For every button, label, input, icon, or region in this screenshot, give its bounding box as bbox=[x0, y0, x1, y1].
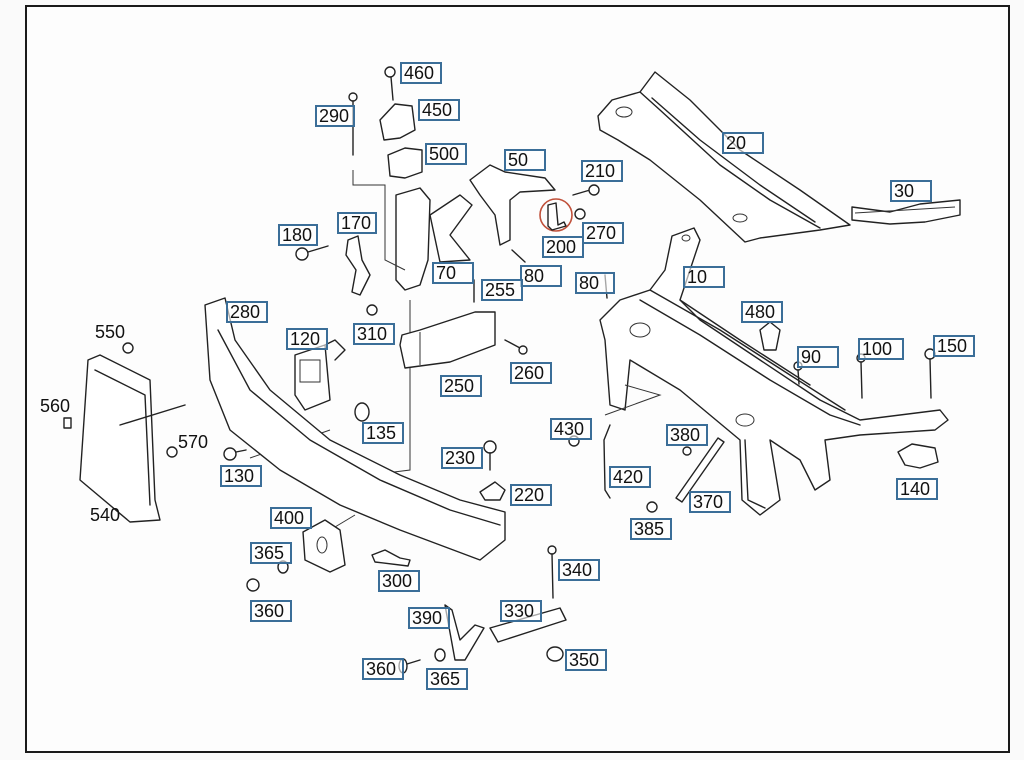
callout-part-210[interactable]: 210 bbox=[581, 160, 623, 182]
part-500-actuator bbox=[387, 147, 423, 179]
callout-part-180[interactable]: 180 bbox=[278, 224, 318, 246]
part-230-bolt bbox=[483, 440, 497, 471]
label-part-560[interactable]: 560 bbox=[40, 396, 71, 416]
callout-part-480[interactable]: 480 bbox=[741, 301, 783, 323]
part-350-pad bbox=[546, 646, 564, 662]
callout-part-250[interactable]: 250 bbox=[440, 375, 482, 397]
part-280-bumper-beam bbox=[204, 297, 506, 561]
part-340-bolt bbox=[547, 545, 557, 599]
callout-part-170[interactable]: 170 bbox=[337, 212, 377, 234]
callout-part-260[interactable]: 260 bbox=[510, 362, 552, 384]
callout-part-90[interactable]: 90 bbox=[797, 346, 839, 368]
label-part-540[interactable]: 540 bbox=[90, 505, 121, 525]
part-50-bracket bbox=[469, 164, 556, 246]
callout-part-150[interactable]: 150 bbox=[933, 335, 975, 357]
part-450-block bbox=[379, 103, 416, 141]
callout-part-30[interactable]: 30 bbox=[890, 180, 932, 202]
part-130-bolt bbox=[223, 447, 247, 461]
callout-part-10[interactable]: 10 bbox=[683, 266, 725, 288]
callout-part-365[interactable]: 365 bbox=[426, 668, 468, 690]
callout-part-200[interactable]: 200 bbox=[542, 236, 584, 258]
part-170-hinge bbox=[345, 235, 371, 296]
callout-part-80[interactable]: 80 bbox=[520, 265, 562, 287]
callout-part-255[interactable]: 255 bbox=[481, 279, 523, 301]
part-360-bolt bbox=[246, 578, 260, 592]
part-20-cowl-panel bbox=[597, 71, 851, 243]
callout-part-120[interactable]: 120 bbox=[286, 328, 328, 350]
callout-part-430[interactable]: 430 bbox=[550, 418, 592, 440]
callout-part-360[interactable]: 360 bbox=[250, 600, 292, 622]
callout-part-460[interactable]: 460 bbox=[400, 62, 442, 84]
part-200-highlight bbox=[539, 198, 573, 232]
part-310-bolt bbox=[366, 304, 378, 316]
callout-part-350[interactable]: 350 bbox=[565, 649, 607, 671]
callout-part-70[interactable]: 70 bbox=[432, 262, 474, 284]
callout-part-400[interactable]: 400 bbox=[270, 507, 312, 529]
callout-part-310[interactable]: 310 bbox=[353, 323, 395, 345]
part-100-bolt bbox=[856, 353, 866, 399]
part-550-nut bbox=[122, 342, 134, 354]
callout-part-370[interactable]: 370 bbox=[689, 491, 731, 513]
callout-part-365[interactable]: 365 bbox=[250, 542, 292, 564]
part-560-clip bbox=[63, 417, 72, 429]
part-300-plate bbox=[371, 549, 411, 567]
part-420-rod bbox=[603, 424, 611, 499]
part-220-plate bbox=[479, 481, 506, 501]
callout-part-385[interactable]: 385 bbox=[630, 518, 672, 540]
callout-part-340[interactable]: 340 bbox=[558, 559, 600, 581]
part-385-bolt bbox=[646, 501, 658, 513]
callout-part-270[interactable]: 270 bbox=[582, 222, 624, 244]
label-part-550[interactable]: 550 bbox=[95, 322, 126, 342]
callout-part-290[interactable]: 290 bbox=[315, 105, 355, 127]
part-70-tower-bracket bbox=[395, 187, 473, 291]
part-570-nut bbox=[166, 446, 178, 458]
part-380-bolt bbox=[682, 446, 692, 456]
part-210-bolt bbox=[572, 184, 600, 196]
part-270-nut bbox=[574, 208, 586, 220]
callout-part-230[interactable]: 230 bbox=[441, 447, 483, 469]
label-part-570[interactable]: 570 bbox=[178, 432, 209, 452]
callout-part-135[interactable]: 135 bbox=[362, 422, 404, 444]
callout-part-450[interactable]: 450 bbox=[418, 99, 460, 121]
callout-part-80[interactable]: 80 bbox=[575, 272, 615, 294]
callout-part-130[interactable]: 130 bbox=[220, 465, 262, 487]
callout-part-380[interactable]: 380 bbox=[666, 424, 708, 446]
part-480-buffer bbox=[759, 321, 781, 351]
part-135-spacer bbox=[354, 402, 370, 422]
callout-part-220[interactable]: 220 bbox=[510, 484, 552, 506]
part-120-plate bbox=[294, 339, 346, 411]
callout-part-50[interactable]: 50 bbox=[504, 149, 546, 171]
callout-part-360[interactable]: 360 bbox=[362, 658, 404, 680]
callout-part-500[interactable]: 500 bbox=[425, 143, 467, 165]
part-540-radiator-support bbox=[79, 354, 186, 523]
part-390-bracket bbox=[444, 604, 485, 661]
part-460-bolt bbox=[384, 66, 396, 101]
part-370-strut bbox=[675, 437, 725, 503]
callout-part-20[interactable]: 20 bbox=[722, 132, 764, 154]
callout-part-140[interactable]: 140 bbox=[896, 478, 938, 500]
part-365-washer-lower bbox=[434, 648, 446, 662]
callout-part-420[interactable]: 420 bbox=[609, 466, 651, 488]
part-260-bolt bbox=[504, 339, 528, 355]
part-400-bracket bbox=[302, 519, 346, 573]
callout-part-330[interactable]: 330 bbox=[500, 600, 542, 622]
part-140-mount bbox=[897, 443, 939, 469]
part-30-cross-strut bbox=[851, 199, 961, 225]
callout-part-280[interactable]: 280 bbox=[226, 301, 268, 323]
callout-part-100[interactable]: 100 bbox=[858, 338, 904, 360]
part-250-crash-box bbox=[399, 311, 496, 369]
part-180-bolt bbox=[295, 245, 329, 261]
part-10-front-frame bbox=[599, 227, 949, 516]
callout-part-300[interactable]: 300 bbox=[378, 570, 420, 592]
callout-part-390[interactable]: 390 bbox=[408, 607, 450, 629]
